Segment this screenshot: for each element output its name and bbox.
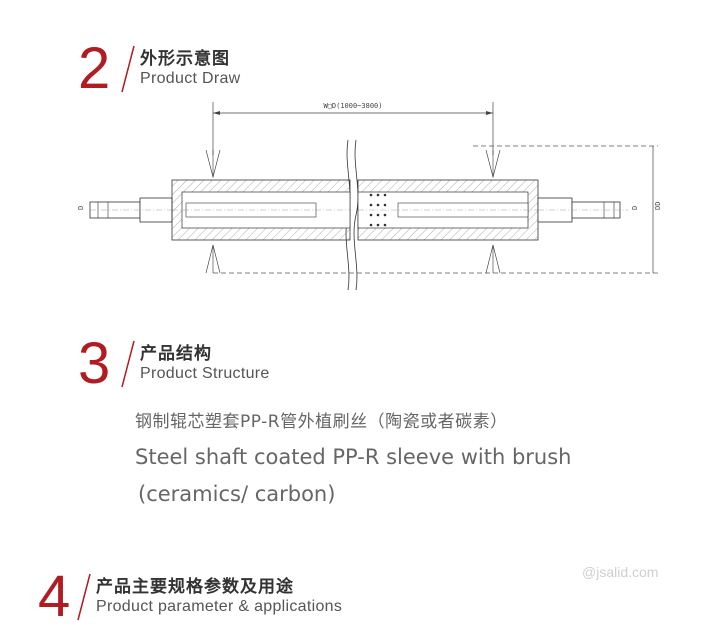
diameter-label: DD (654, 202, 662, 210)
section-title-en: Product Structure (140, 365, 270, 382)
left-shaft: D (77, 197, 173, 223)
left-end-label: D (77, 206, 85, 210)
left-roller-body (171, 179, 351, 241)
roller-technical-drawing: W□D(1000~3800) DD D (77, 102, 662, 291)
section-title-cn: 产品主要规格参数及用途 (96, 577, 294, 597)
section-number: 2 (78, 36, 111, 101)
dimension-label: W□D(1000~3800) (323, 102, 382, 110)
right-end-label: D (631, 206, 639, 210)
section-product-structure: 3 产品结构 Product Structure (78, 335, 378, 405)
slash-divider-icon (121, 340, 135, 388)
structure-description-cn: 钢制辊芯塑套PP-R管外植刷丝（陶瓷或者碳素） (135, 412, 508, 432)
section-title-en: Product Draw (140, 70, 241, 87)
section-number: 3 (78, 331, 111, 396)
watermark-text: @jsalid.com (582, 564, 659, 580)
structure-description-en-line2: (ceramics/ carbon) (138, 482, 336, 506)
right-roller-body (357, 179, 539, 241)
right-shaft: D (537, 197, 639, 223)
structure-description-en-line1: Steel shaft coated PP-R sleeve with brus… (135, 445, 572, 469)
top-dimension: W□D(1000~3800) (212, 102, 494, 155)
slash-divider-icon (77, 573, 91, 621)
section-product-parameter: 4 产品主要规格参数及用途 Product parameter & applic… (38, 568, 438, 638)
section-title-cn: 外形示意图 (140, 49, 230, 69)
section-product-draw: 2 外形示意图 Product Draw (78, 40, 378, 110)
section-title-cn: 产品结构 (140, 344, 212, 364)
slash-divider-icon (121, 45, 135, 93)
brush-bristle-marks (205, 149, 501, 274)
section-number: 4 (38, 564, 71, 629)
section-title-en: Product parameter & applications (96, 598, 343, 615)
